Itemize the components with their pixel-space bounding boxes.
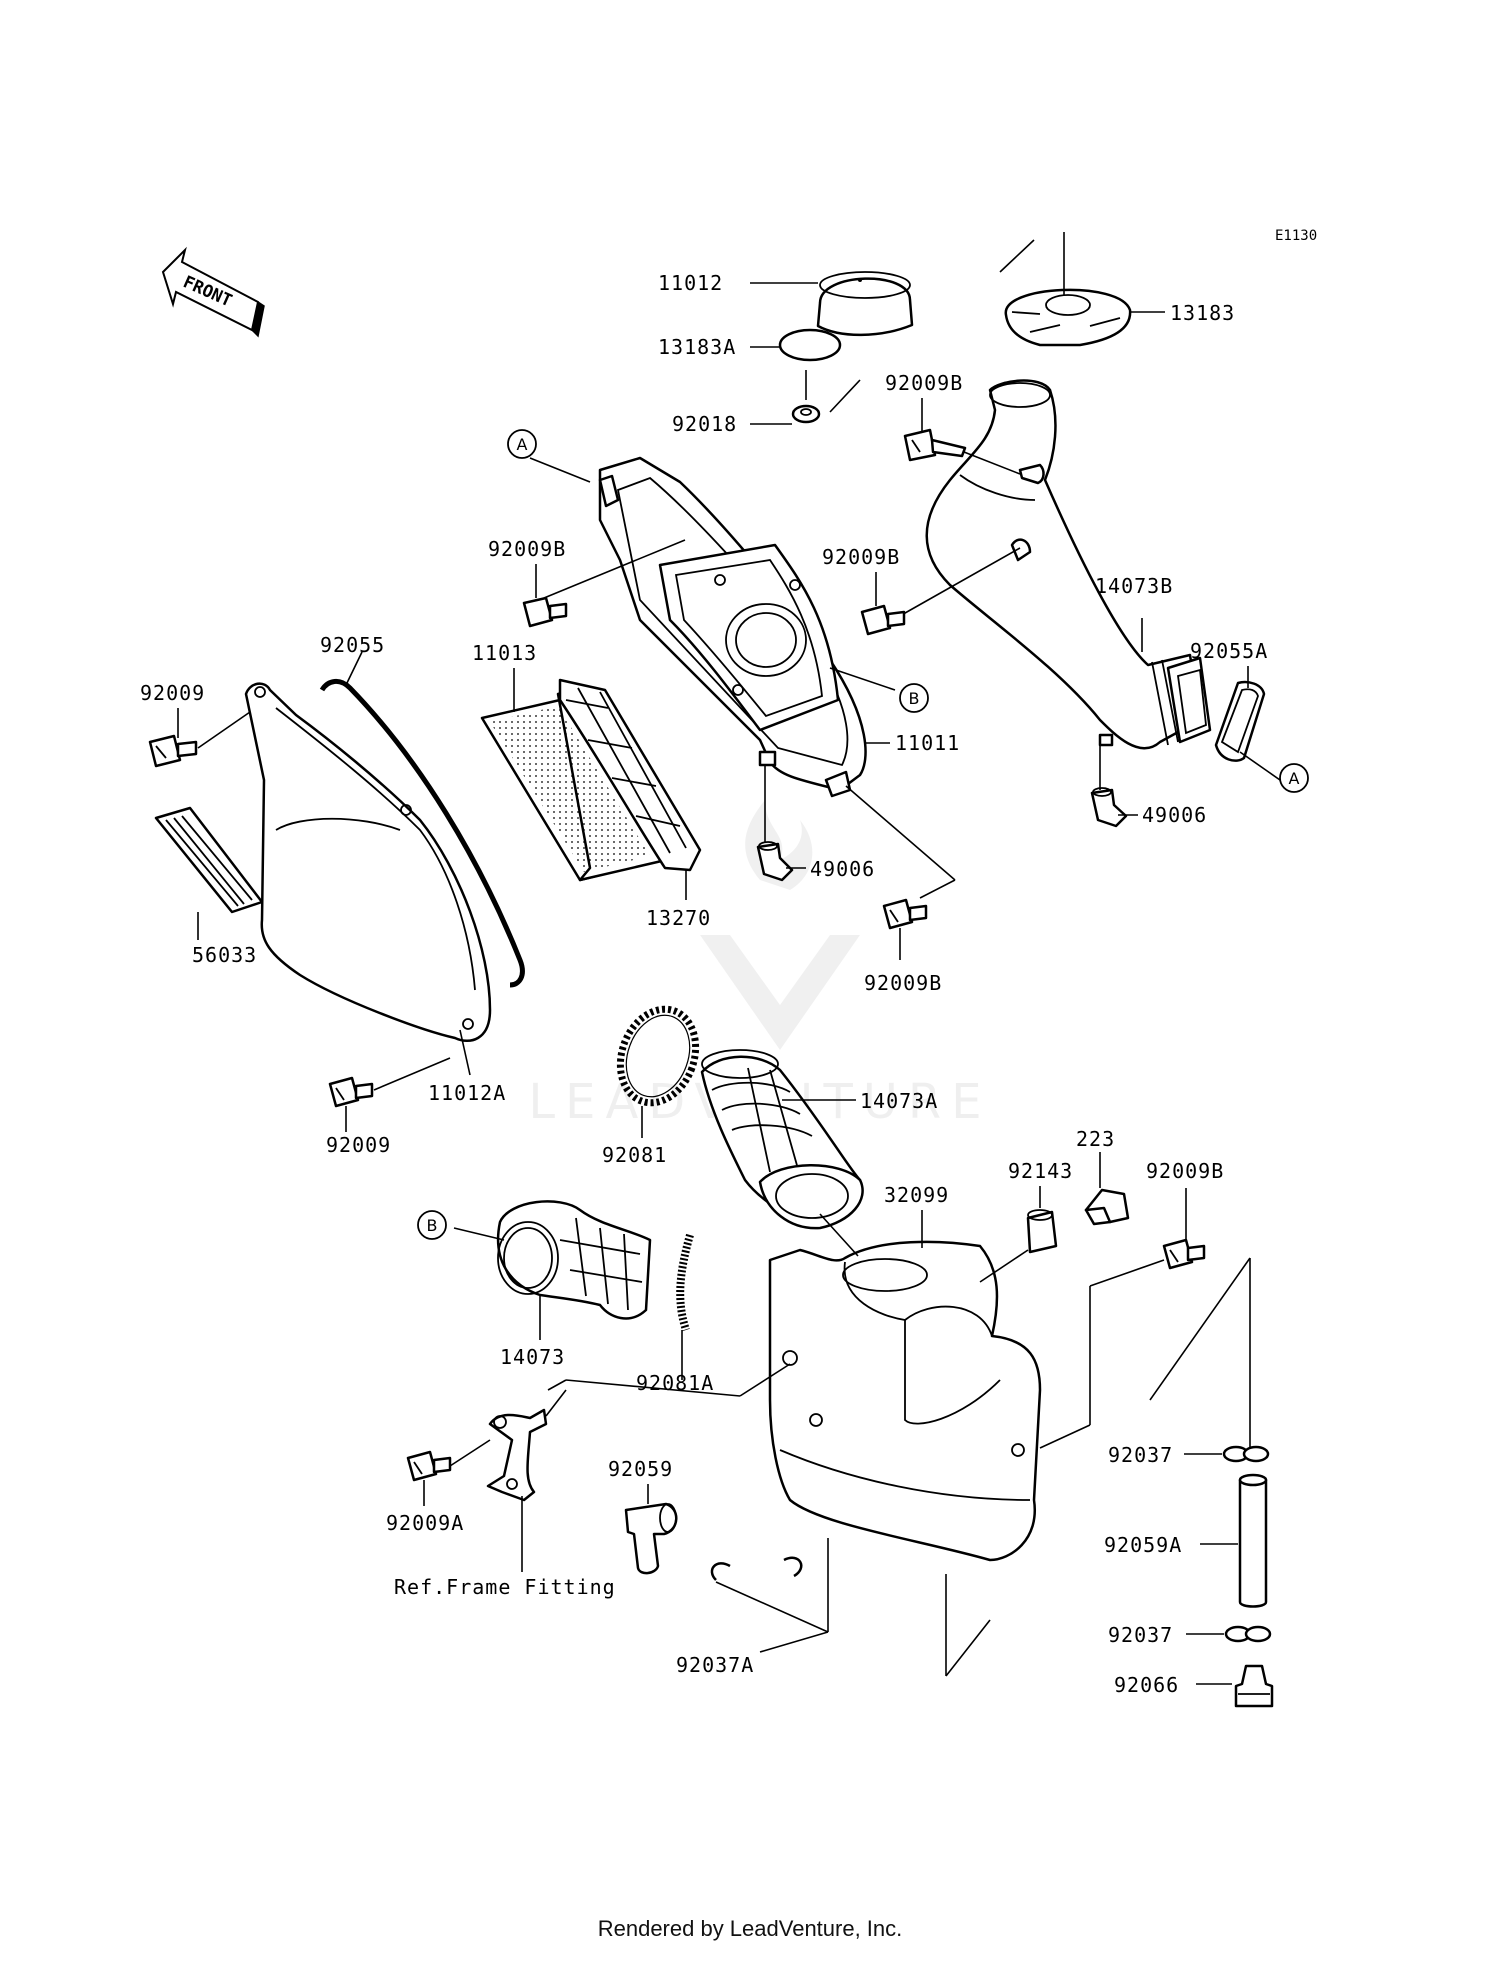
bolt-92009-top-part[interactable]: [148, 734, 198, 768]
bolt-92009B-duct-part[interactable]: [860, 604, 906, 636]
label-92009A: 92009A: [386, 1511, 464, 1535]
clip-92037-top-part[interactable]: [1222, 1445, 1270, 1463]
hose-92059A-part[interactable]: [1238, 1473, 1268, 1608]
drain-49006-duct-part[interactable]: [1090, 787, 1128, 828]
bolt-92009-bottom-part[interactable]: [328, 1076, 374, 1108]
label-92066: 92066: [1114, 1673, 1179, 1697]
label-92055: 92055: [320, 633, 385, 657]
seal-92055-part[interactable]: [319, 679, 525, 988]
label-92009-top: 92009: [140, 681, 205, 705]
bolt-223-part[interactable]: [1084, 1188, 1130, 1226]
label-92037-top: 92037: [1108, 1443, 1173, 1467]
label-11012: 11012: [658, 271, 723, 295]
footer-credit: Rendered by LeadVenture, Inc.: [597, 1916, 903, 1941]
washer-92018-part[interactable]: [791, 404, 821, 424]
label-92037A: 92037A: [676, 1653, 754, 1677]
disc-13183A-part[interactable]: [778, 328, 842, 362]
clip-92037A-part[interactable]: [710, 1556, 803, 1581]
label-92143: 92143: [1008, 1159, 1073, 1183]
ref-frame-fitting-note: Ref.Frame Fitting: [394, 1575, 616, 1599]
callout-B-boot: B: [417, 1210, 447, 1240]
label-92009B-duct: 92009B: [822, 545, 900, 569]
clip-92037-bottom-part[interactable]: [1224, 1625, 1272, 1643]
label-92009B-box: 92009B: [488, 537, 566, 561]
label-92009-bottom: 92009: [326, 1133, 391, 1157]
label-14073B: 14073B: [1095, 574, 1173, 598]
front-arrow-icon: FRONT: [161, 246, 265, 338]
bolt-92009B-tank-part[interactable]: [1162, 1238, 1206, 1270]
bolt-92009A-part[interactable]: [406, 1450, 452, 1482]
label-49006-box: 49006: [810, 857, 875, 881]
cap-11012-part[interactable]: [816, 271, 914, 337]
tank-32099-part[interactable]: [768, 1240, 1042, 1562]
label-92055A: 92055A: [1190, 639, 1268, 663]
label-11011: 11011: [895, 731, 960, 755]
label-14073A: 14073A: [860, 1089, 938, 1113]
clamp-92081A-part[interactable]: [676, 1233, 694, 1332]
plug-92066-part[interactable]: [1234, 1664, 1274, 1708]
cover-11012A-part[interactable]: [244, 682, 492, 1042]
collar-92143-part[interactable]: [1026, 1209, 1058, 1254]
plate-13183-part[interactable]: [1004, 288, 1132, 347]
label-56033: 56033: [192, 943, 257, 967]
label-92081A: 92081A: [636, 1371, 714, 1395]
label-32099: 32099: [884, 1183, 949, 1207]
filter-11013-part[interactable]: [480, 678, 702, 882]
tee-92059-part[interactable]: [624, 1502, 678, 1575]
svg-text:A: A: [517, 435, 528, 454]
duct-14073B-part[interactable]: [925, 379, 1212, 750]
callout-A-box: A: [507, 429, 537, 459]
bolt-92009B-low-part[interactable]: [882, 898, 928, 930]
label-92009B-tank: 92009B: [1146, 1159, 1224, 1183]
bolt-92009B-top-part[interactable]: [903, 428, 967, 462]
boot-14073-part[interactable]: [496, 1200, 652, 1320]
label-14073: 14073: [500, 1345, 565, 1369]
label-plate-56033-part[interactable]: [154, 806, 264, 914]
airbox-11011-part[interactable]: [598, 456, 867, 798]
label-92081: 92081: [602, 1143, 667, 1167]
drain-49006-box-part[interactable]: [756, 841, 794, 882]
svg-text:B: B: [427, 1216, 438, 1235]
label-92037-bottom: 92037: [1108, 1623, 1173, 1647]
label-13183: 13183: [1170, 301, 1235, 325]
label-11012A: 11012A: [428, 1081, 506, 1105]
label-92018: 92018: [672, 412, 737, 436]
boot-14073A-part[interactable]: [700, 1049, 864, 1230]
label-11013: 11013: [472, 641, 537, 665]
svg-text:A: A: [1289, 769, 1300, 788]
label-13270: 13270: [646, 906, 711, 930]
callout-A-duct: A: [1279, 763, 1309, 793]
bolt-92009B-box-part[interactable]: [522, 596, 568, 628]
clamp-92081-part[interactable]: [608, 999, 708, 1114]
label-92059A: 92059A: [1104, 1533, 1182, 1557]
frame-bracket-part: [486, 1408, 548, 1502]
label-223: 223: [1076, 1127, 1115, 1151]
label-92059: 92059: [608, 1457, 673, 1481]
gasket-92055A-part[interactable]: [1214, 680, 1266, 762]
label-92009B-top: 92009B: [885, 371, 963, 395]
svg-text:B: B: [909, 689, 920, 708]
callout-B-box: B: [899, 683, 929, 713]
label-92009B-low: 92009B: [864, 971, 942, 995]
label-49006-duct: 49006: [1142, 803, 1207, 827]
label-13183A: 13183A: [658, 335, 736, 359]
diagram-code: E1130: [1275, 228, 1317, 244]
